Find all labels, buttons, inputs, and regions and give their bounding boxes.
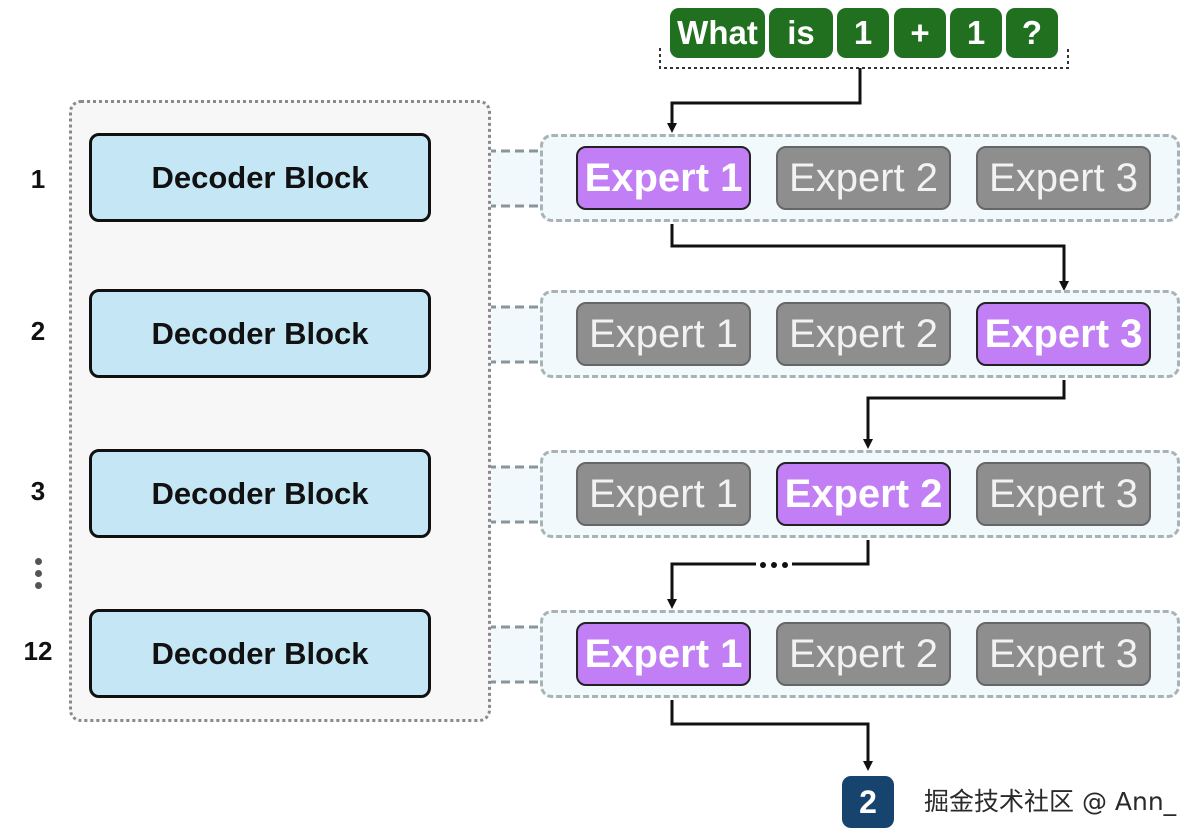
token-1b: 1: [950, 8, 1002, 58]
layer-1-expert-3: Expert 3: [976, 146, 1151, 210]
layer-number-1: 1: [30, 164, 46, 194]
layer-12-expert-2: Expert 2: [776, 622, 951, 686]
layer-2-expert-1: Expert 1: [576, 302, 751, 366]
token-what: What: [670, 8, 765, 58]
layer-number-2: 2: [30, 316, 46, 346]
ellipsis-dots: [760, 562, 788, 568]
watermark: 掘金技术社区 @ Ann_: [924, 787, 1177, 816]
layer-3-expert-1: Expert 1: [576, 462, 751, 526]
output-token: 2: [842, 776, 894, 828]
routing-arrows: [667, 68, 1069, 771]
decoder-block-12: Decoder Block: [89, 609, 431, 698]
layer-12-expert-1: Expert 1: [576, 622, 751, 686]
layer-3-expert-2: Expert 2: [776, 462, 951, 526]
decoder-block-2: Decoder Block: [89, 289, 431, 378]
layer-2-expert-3: Expert 3: [976, 302, 1151, 366]
layer-3-expert-3: Expert 3: [976, 462, 1151, 526]
layer-number-12: 12: [23, 636, 53, 666]
token-is: is: [769, 8, 833, 58]
decoder-block-3: Decoder Block: [89, 449, 431, 538]
vertical-ellipsis: [32, 558, 44, 594]
token-plus: +: [894, 8, 946, 58]
decoder-block-1: Decoder Block: [89, 133, 431, 222]
token-bracket: [659, 48, 1069, 69]
token-question: ?: [1006, 8, 1058, 58]
token-1a: 1: [837, 8, 889, 58]
layer-1-expert-1: Expert 1: [576, 146, 751, 210]
layer-12-expert-3: Expert 3: [976, 622, 1151, 686]
layer-1-expert-2: Expert 2: [776, 146, 951, 210]
layer-2-expert-2: Expert 2: [776, 302, 951, 366]
layer-number-3: 3: [30, 476, 46, 506]
